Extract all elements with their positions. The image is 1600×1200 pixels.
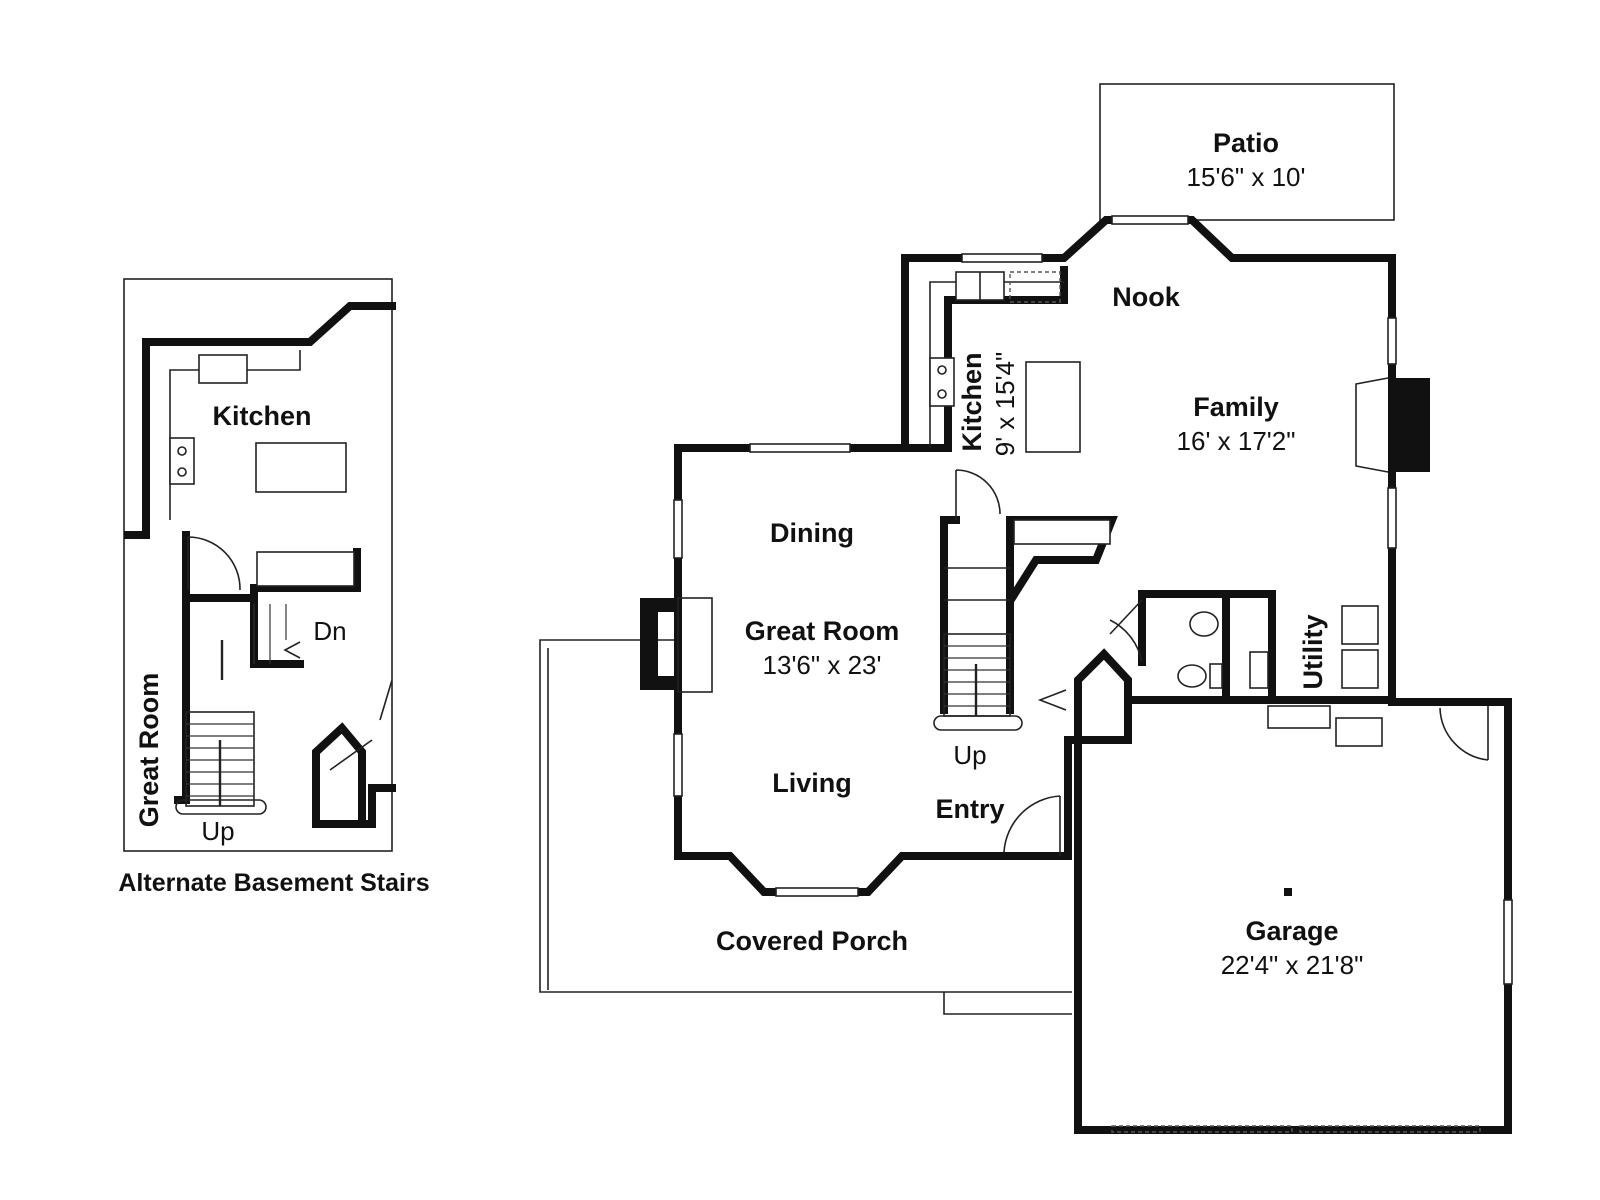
patio-label: Patio (1213, 128, 1279, 158)
inset-up-label: Up (201, 816, 234, 846)
family-fireplace (1388, 378, 1430, 472)
garage-door-1 (1111, 1125, 1293, 1133)
inset-wall-lower (182, 531, 361, 602)
great-room-label: Great Room (745, 616, 900, 646)
garage-dims: 22'4" x 21'8" (1221, 950, 1364, 980)
bath-sink (1189, 611, 1219, 637)
patio-dims: 15'6" x 10' (1187, 162, 1306, 192)
inset-great-room-label: Great Room (134, 673, 164, 828)
inset-sink (198, 354, 248, 384)
inset-island (255, 442, 347, 493)
closet-door (1037, 689, 1067, 711)
inset-frame (123, 278, 393, 852)
utility-label: Utility (1298, 614, 1328, 689)
stair-door (955, 469, 1001, 520)
inset-caption: Alternate Basement Stairs (118, 869, 429, 897)
kitchen-dims: 9' x 15'4" (990, 352, 1020, 456)
inset-kitchen-label: Kitchen (212, 401, 311, 431)
main-stairs (933, 567, 1023, 731)
inset-kitchen-wall (124, 302, 396, 539)
hall-closet-wall (1074, 648, 1132, 750)
inset-hall-counter (256, 551, 355, 587)
living-label: Living (772, 768, 852, 798)
patio-outline (1099, 83, 1395, 221)
inset-closet-wall (312, 722, 396, 828)
great-room-dims: 13'6" x 23' (763, 650, 882, 680)
entry-label: Entry (935, 794, 1004, 824)
washer (1341, 605, 1379, 645)
porch-outline (539, 639, 1072, 993)
dryer (1341, 649, 1379, 689)
kitchen-label: Kitchen (957, 352, 987, 451)
inset-stair-wall (174, 594, 190, 804)
great-room-fireplace (640, 598, 678, 690)
covered-porch-label: Covered Porch (716, 926, 908, 956)
inset-entry-door (329, 679, 393, 771)
inset-door (187, 536, 241, 591)
garage-door-2 (1299, 1125, 1481, 1133)
family-label: Family (1193, 392, 1279, 422)
kitchen-island (1025, 361, 1081, 453)
bath-wall (1138, 590, 1276, 704)
kitchen-counters (901, 266, 1081, 453)
inset-down-label: Dn (313, 616, 346, 646)
windows (673, 215, 1513, 985)
garage-door-swing (1439, 706, 1489, 761)
inset-stairs (175, 604, 301, 815)
toilet (1177, 664, 1207, 688)
porch-steps (943, 992, 1072, 1015)
stairs-up-label: Up (953, 740, 986, 770)
pantry-counter (1013, 519, 1111, 545)
nook-label: Nook (1112, 282, 1180, 312)
garage-label: Garage (1245, 916, 1338, 946)
stair-core-wall-2 (1006, 516, 1118, 714)
alternate-basement-stairs-inset: Kitchen Great Room Dn Up Alternate Basem… (118, 278, 430, 897)
dining-label: Dining (770, 518, 854, 548)
main-floor-plan: Patio 15'6" x 10' Nook Kitchen 9' x 15'4… (539, 83, 1513, 1134)
house-wall-south (674, 696, 1512, 1134)
inset-range (169, 437, 195, 485)
bath-door (1109, 599, 1143, 663)
family-dims: 16' x 17'2" (1177, 426, 1296, 456)
entry-door (1003, 795, 1061, 856)
